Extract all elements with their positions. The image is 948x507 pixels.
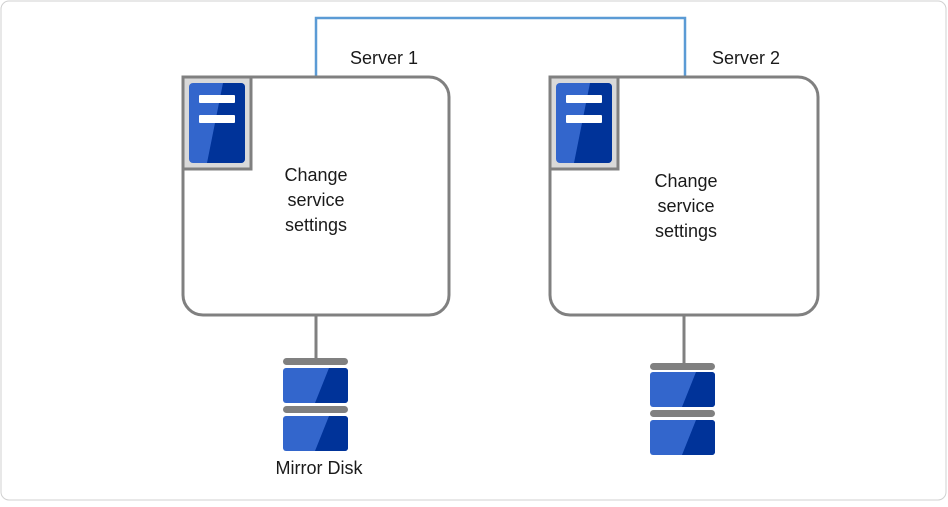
disk-icon [650,363,715,455]
task-line: settings [655,221,717,241]
task-line: Change [654,171,717,191]
task-line: service [287,190,344,210]
task-line: settings [285,215,347,235]
server-label: Server 2 [712,48,780,68]
server-icon [548,75,620,171]
server-label: Server 1 [350,48,418,68]
interconnect-line [314,16,687,77]
disk-icon [283,358,348,451]
server-2: Server 2 Change service settings [548,48,820,455]
server-1: Server 1 Change service settings Mirror … [181,48,451,478]
task-line: service [657,196,714,216]
server-icon [181,75,253,171]
task-line: Change [284,165,347,185]
disk-label: Mirror Disk [276,458,364,478]
